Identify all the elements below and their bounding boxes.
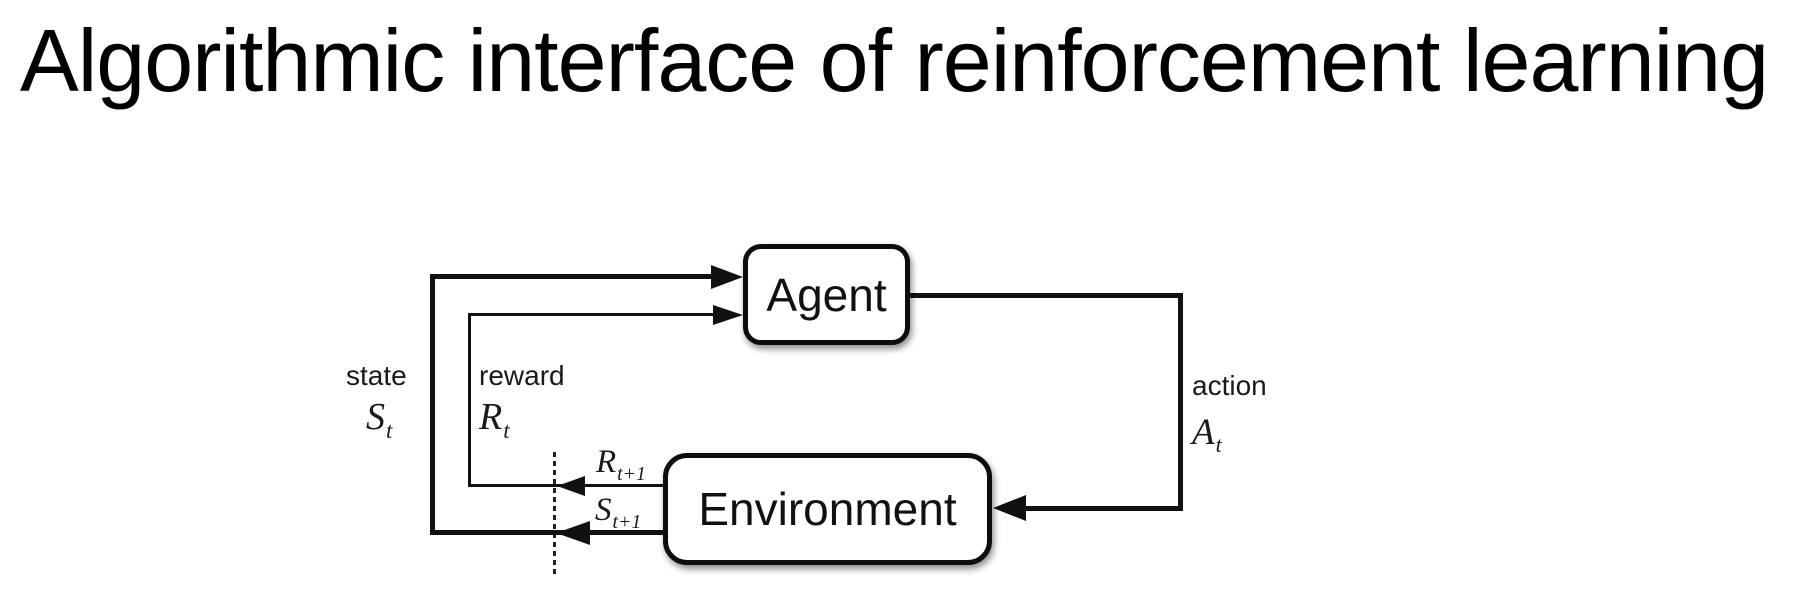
reward-arrowhead-into-agent <box>713 305 743 325</box>
action-line-right <box>1178 293 1183 511</box>
state-arrowhead-into-agent <box>711 265 743 289</box>
next-state-symbol-base: S <box>595 492 612 528</box>
action-arrowhead-into-environment <box>993 495 1026 521</box>
next-state-symbol-subscript: t+1 <box>612 510 642 533</box>
next-reward-symbol-subscript: t+1 <box>617 462 646 485</box>
reward-line-left <box>468 313 471 487</box>
state-line-left <box>430 274 435 535</box>
state-symbol-base: S <box>366 396 385 438</box>
action-label: action <box>1192 370 1267 401</box>
environment-node: Environment <box>663 453 992 565</box>
next-reward-symbol-base: R <box>596 444 617 480</box>
next-state-symbol: St+1 <box>595 494 641 532</box>
reward-line-top <box>468 313 716 316</box>
next-reward-symbol: Rt+1 <box>596 446 646 484</box>
reward-symbol-base: R <box>479 396 503 438</box>
agent-node: Agent <box>743 244 910 345</box>
action-line-bottom <box>1024 506 1183 511</box>
action-line-top <box>908 293 1183 298</box>
state-line-bottom <box>430 530 663 535</box>
state-symbol-subscript: t <box>386 417 393 443</box>
action-symbol-base: A <box>1192 412 1215 453</box>
page-title: Algorithmic interface of reinforcement l… <box>20 11 1769 110</box>
next-state-arrowhead-at-boundary <box>556 521 590 545</box>
time-step-boundary-dashed-line <box>553 452 556 576</box>
reward-symbol-subscript: t <box>503 417 510 443</box>
next-reward-arrowhead-at-boundary <box>557 476 585 496</box>
agent-node-label: Agent <box>766 268 887 321</box>
state-label: state <box>346 360 407 391</box>
environment-node-label: Environment <box>698 483 957 535</box>
state-symbol: St <box>366 398 392 442</box>
action-symbol: At <box>1192 414 1222 457</box>
action-symbol-subscript: t <box>1215 432 1222 458</box>
state-line-top <box>430 274 716 279</box>
reward-label: reward <box>479 360 565 391</box>
reward-symbol: Rt <box>479 398 510 442</box>
